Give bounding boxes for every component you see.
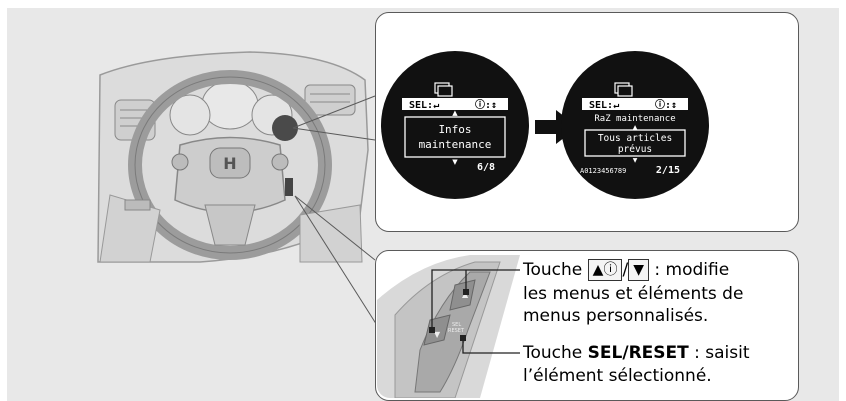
legend-item1-line1: Touche ▲ⓘ/▼ : modifie bbox=[523, 259, 729, 281]
svg-text:▼: ▼ bbox=[452, 158, 458, 166]
right-page-indicator: 2/15 bbox=[656, 165, 680, 176]
display-highlight bbox=[272, 115, 298, 141]
right-box-line2: prévus bbox=[618, 144, 652, 155]
right-arrow-icon bbox=[535, 110, 578, 144]
left-title-line1: Infos bbox=[438, 123, 471, 136]
down-key: ▼ bbox=[628, 259, 649, 281]
right-info-label: ⓘ:↕ bbox=[655, 98, 677, 111]
right-code: A0123456789 bbox=[580, 167, 626, 175]
up-info-key: ▲ⓘ bbox=[587, 259, 623, 281]
left-info-label: ⓘ:↕ bbox=[475, 98, 497, 111]
left-page-indicator: 6/8 bbox=[477, 162, 495, 173]
down-icon: ▼ bbox=[434, 330, 441, 339]
legend-item1-prefix: Touche bbox=[523, 260, 583, 280]
key-separator: / bbox=[622, 260, 629, 280]
right-display-screen bbox=[561, 51, 709, 199]
svg-text:▼: ▼ bbox=[633, 157, 638, 164]
right-vent bbox=[304, 84, 356, 116]
svg-text:▲: ▲ bbox=[633, 124, 638, 131]
right-subtitle: RaZ maintenance bbox=[594, 114, 675, 124]
left-title-line2: maintenance bbox=[419, 138, 492, 151]
legend-item1-line3: menus personnalisés. bbox=[523, 306, 709, 326]
wheel-switch-area bbox=[285, 178, 293, 196]
steering-switch-panel bbox=[414, 271, 491, 393]
left-sel-label: SEL:↵ bbox=[409, 100, 439, 111]
right-sel-label: SEL:↵ bbox=[589, 100, 619, 111]
legend-item1-desc: : modifie bbox=[654, 260, 730, 280]
legend-item1-line2: les menus et éléments de bbox=[523, 284, 744, 304]
legend-item2-line2: l’élément sélectionné. bbox=[523, 366, 712, 386]
honda-logo: H bbox=[223, 154, 236, 173]
switch-sel-label: SEL bbox=[452, 322, 461, 328]
left-display-screen bbox=[381, 51, 529, 199]
legend-item2-prefix: Touche bbox=[523, 343, 583, 363]
sel-reset-key: SEL/RESET bbox=[587, 343, 689, 363]
legend-item2-line1: Touche SEL/RESET : saisit bbox=[523, 342, 750, 364]
svg-text:▲: ▲ bbox=[452, 109, 458, 117]
right-box-line1: Tous articles bbox=[598, 133, 672, 144]
switch-reset-label: RESET bbox=[448, 328, 465, 334]
legend-item2-desc: : saisit bbox=[694, 343, 750, 363]
left-gauge bbox=[169, 94, 211, 136]
